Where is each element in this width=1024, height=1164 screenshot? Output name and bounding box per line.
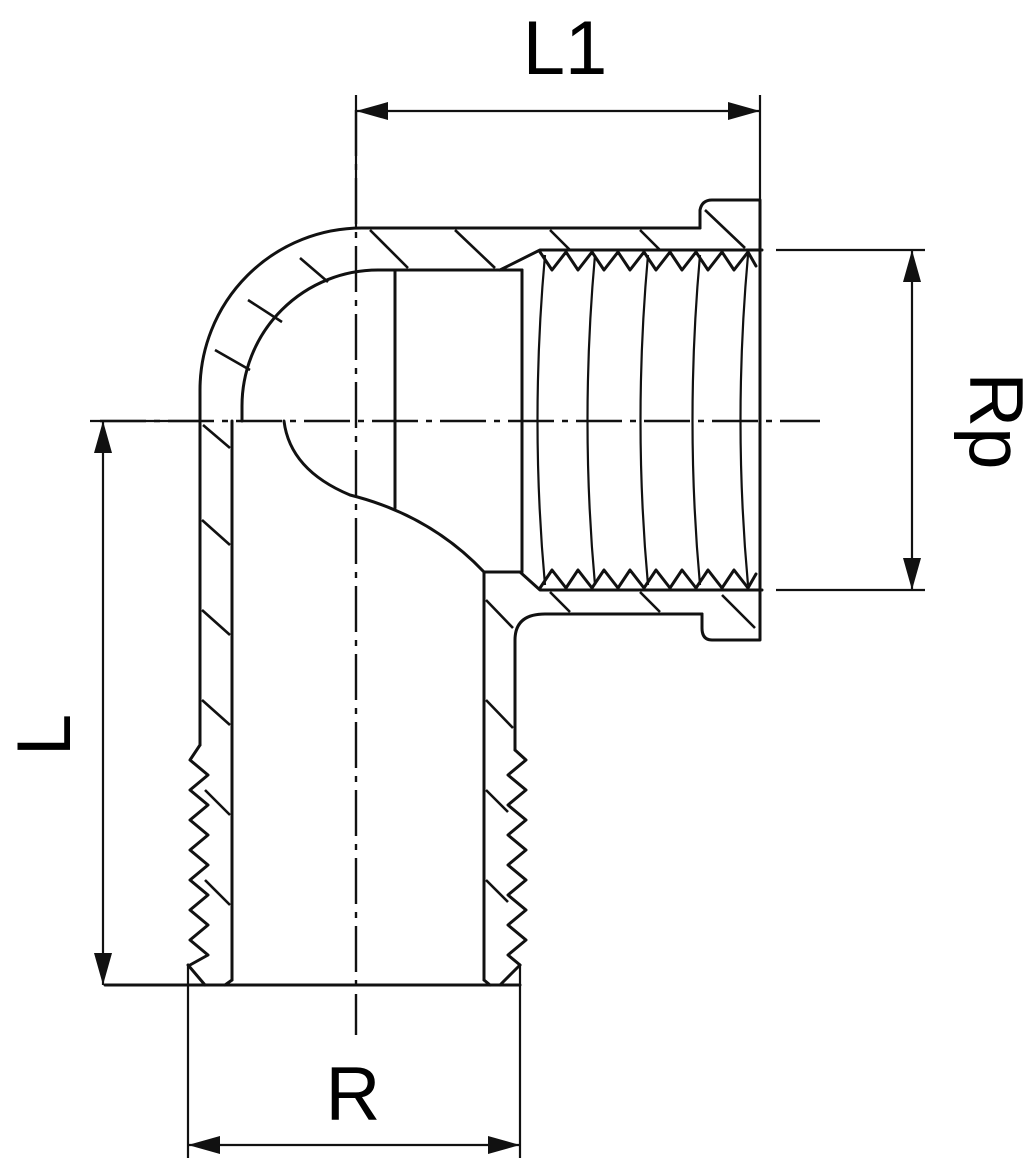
hatch-line bbox=[721, 594, 756, 629]
outer-right-leg-wall bbox=[513, 612, 704, 752]
hatch-line bbox=[247, 298, 283, 324]
dimension-label-r: R bbox=[326, 1052, 381, 1137]
arrowhead bbox=[356, 102, 388, 120]
arrowhead bbox=[94, 421, 112, 453]
hatch-line bbox=[704, 209, 746, 249]
arrowhead bbox=[903, 250, 921, 282]
outer-elbow-wall bbox=[198, 226, 702, 747]
hatch-line bbox=[485, 699, 514, 729]
thread-helix-line bbox=[691, 254, 702, 586]
hatch-line bbox=[549, 591, 571, 613]
hatch-line bbox=[549, 229, 571, 251]
base-inner-right bbox=[482, 978, 492, 987]
thread-helix-line bbox=[739, 254, 750, 586]
external-thread-right bbox=[506, 748, 528, 967]
dimension-l: L bbox=[2, 419, 200, 985]
hatch-line bbox=[485, 789, 509, 813]
internal-thread-bottom-boundary bbox=[482, 570, 764, 592]
hatch-line bbox=[639, 229, 661, 251]
hatch-line bbox=[299, 257, 329, 283]
hatch-line bbox=[639, 591, 661, 613]
internal-thread bbox=[536, 250, 758, 590]
thread-helix-line bbox=[586, 254, 597, 586]
arrowhead bbox=[488, 1136, 520, 1154]
hatch-line bbox=[204, 879, 231, 906]
fitting-body bbox=[103, 198, 764, 987]
internal-thread-teeth-top bbox=[538, 250, 758, 272]
dimension-label-l: L bbox=[2, 714, 87, 756]
internal-thread-teeth-bottom bbox=[538, 568, 758, 590]
dimension-label-rp: Rp bbox=[953, 372, 1024, 469]
bore-intersection-curve bbox=[282, 419, 486, 574]
dimension-label-l1: L1 bbox=[523, 6, 608, 91]
internal-thread-top-boundary bbox=[498, 248, 764, 272]
dimension-rp: Rp bbox=[776, 248, 1024, 592]
dimension-r: R bbox=[186, 965, 522, 1158]
hatch-line bbox=[454, 229, 496, 269]
base-chamfer-right bbox=[498, 963, 522, 987]
external-thread bbox=[188, 743, 528, 967]
hatch-line bbox=[202, 424, 231, 449]
hatch-line bbox=[369, 229, 409, 269]
thread-helix-line bbox=[536, 254, 547, 586]
thread-helix-line bbox=[639, 254, 650, 586]
arrowhead bbox=[94, 953, 112, 985]
hatch-line bbox=[214, 348, 251, 372]
centerlines bbox=[100, 110, 820, 1035]
dimension-l1: L1 bbox=[354, 6, 762, 228]
hatch-line bbox=[201, 609, 231, 636]
hatch-line bbox=[201, 519, 231, 546]
hatch-line bbox=[201, 699, 231, 726]
flange-end bbox=[698, 198, 762, 642]
arrowhead bbox=[188, 1136, 220, 1154]
hatch-line bbox=[485, 879, 509, 903]
external-thread-left bbox=[188, 743, 210, 967]
inner-elbow-wall bbox=[240, 268, 524, 423]
arrowhead bbox=[903, 558, 921, 590]
section-hatching bbox=[201, 209, 756, 906]
base-inner-left bbox=[223, 978, 234, 987]
hatch-line bbox=[204, 789, 231, 816]
arrowhead bbox=[728, 102, 760, 120]
base-chamfer-left bbox=[186, 963, 207, 987]
hatch-line bbox=[485, 599, 514, 629]
